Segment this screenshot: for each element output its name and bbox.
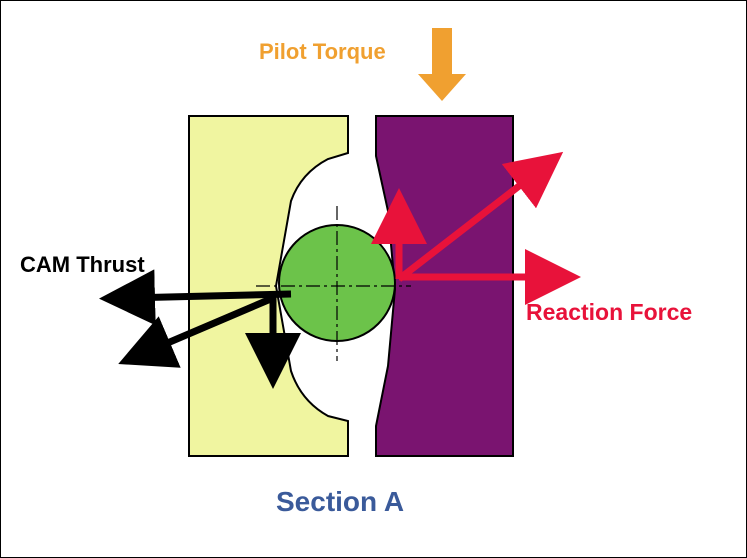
reaction-force-label: Reaction Force [526,299,692,325]
cam-thrust-arrows [99,269,301,389]
reaction-force-arrows [371,151,581,305]
pilot-torque-label: Pilot Torque [259,39,386,64]
cam-thrust-arrow-left [99,269,292,326]
pilot-torque-arrow [418,28,466,101]
cam-thrust-label: CAM Thrust [20,252,145,277]
cam-thrust-arrow-diagonal [118,294,275,368]
reaction-plate [375,115,514,457]
section-label: Section A [276,486,404,517]
reaction-arrow-diagonal [396,151,564,282]
